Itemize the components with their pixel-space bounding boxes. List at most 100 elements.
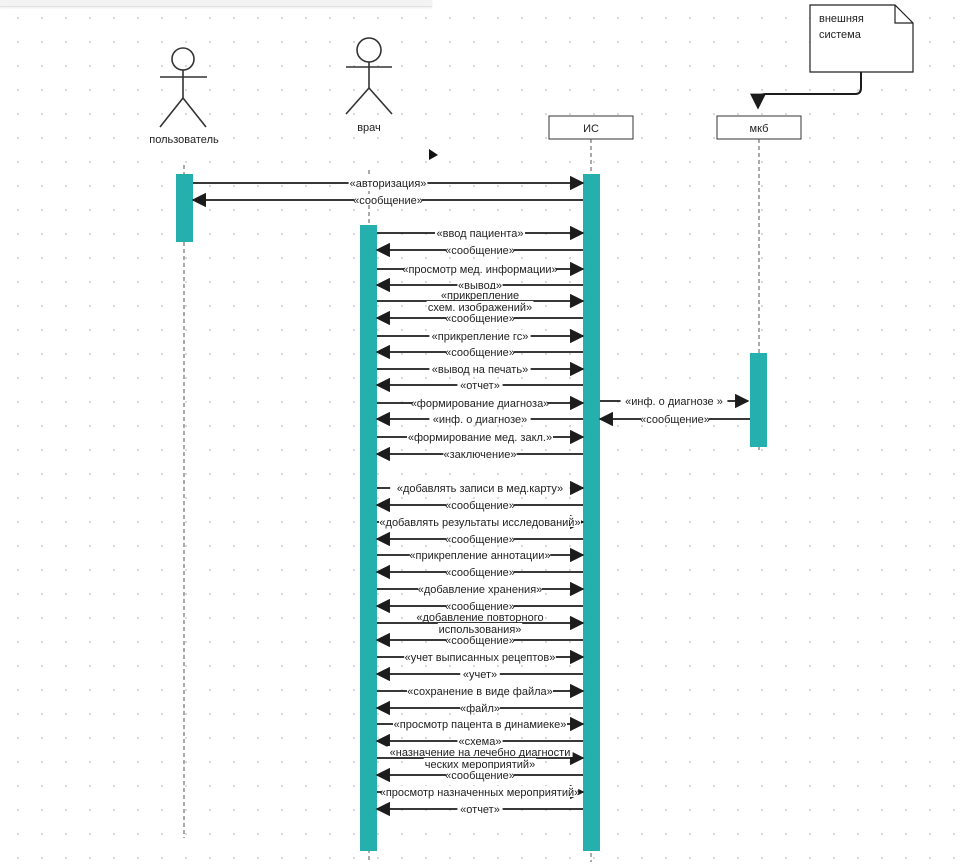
message-label: «прикрепление	[441, 290, 519, 302]
message-4[interactable]: «сообщение»	[375, 242, 583, 258]
message-17[interactable]: «формирование мед. закл.»	[377, 429, 585, 445]
object-is[interactable]: ИС	[548, 115, 634, 140]
message-14[interactable]: «инф. о диагнозе »	[600, 393, 750, 409]
message-label-bg	[446, 566, 514, 577]
message-label: «учет выписанных рецептов»	[405, 652, 556, 664]
message-label-bg	[446, 600, 514, 611]
message-label-bg	[393, 718, 567, 729]
message-label: «сообщение»	[445, 347, 515, 359]
message-20[interactable]: «сообщение»	[375, 497, 583, 513]
message-13[interactable]: «формирование диагноза»	[377, 395, 585, 411]
message-21[interactable]: «добавлять результаты исследований»	[377, 514, 585, 530]
message-1[interactable]: «авторизация»	[193, 175, 585, 191]
message-label-bg	[381, 786, 579, 797]
message-31[interactable]: «сохранение в виде файла»	[377, 683, 585, 699]
message-label-bg	[379, 516, 581, 527]
message-30[interactable]: «учет»	[375, 666, 583, 682]
message-label: «отчет»	[460, 380, 500, 392]
message-label: «добавление хранения»	[418, 584, 543, 596]
message-label-bg	[641, 413, 709, 424]
message-label: «сообщение»	[445, 601, 515, 613]
message-32[interactable]: «файл»	[375, 700, 583, 716]
message-12[interactable]: «отчет»	[375, 377, 583, 393]
message-28[interactable]: «сообщение»	[375, 632, 583, 648]
actor-user-label: пользователь	[149, 134, 219, 146]
message-label-bg	[457, 735, 503, 746]
message-label: «сообщение»	[445, 567, 515, 579]
message-label-bg	[409, 549, 551, 560]
message-19[interactable]: «добавлять записи в мед.карту»	[377, 480, 585, 496]
stick-figure-icon	[345, 37, 393, 115]
message-24[interactable]: «сообщение»	[375, 564, 583, 580]
message-23[interactable]: «прикрепление аннотации»	[377, 547, 585, 563]
message-label: ческих мероприятий»	[425, 759, 535, 771]
message-label: «сообщение»	[445, 635, 515, 647]
message-label-bg	[390, 482, 570, 493]
message-label-bg	[457, 379, 503, 390]
message-label: «инф. о диагнозе »	[625, 396, 723, 408]
message-label-bg	[437, 623, 523, 634]
message-10[interactable]: «сообщение»	[375, 344, 583, 360]
message-9[interactable]: «прикрепление гс»	[377, 328, 585, 344]
message-label-bg	[460, 702, 500, 713]
message-label-bg	[404, 651, 556, 662]
activation-doctor	[360, 225, 377, 851]
note-connector	[750, 72, 862, 110]
message-label: «сообщение»	[445, 500, 515, 512]
message-29[interactable]: «учет выписанных рецептов»	[377, 649, 585, 665]
play-marker-icon	[429, 149, 438, 160]
object-mkb-label: мкб	[750, 123, 769, 135]
message-label-bg	[446, 499, 514, 510]
object-mkb[interactable]: мкб	[716, 115, 802, 140]
message-22[interactable]: «сообщение»	[375, 531, 583, 547]
message-33[interactable]: «просмотр пацента в динамиеке»	[377, 716, 585, 732]
actor-doctor[interactable]: врач	[345, 37, 393, 134]
message-37[interactable]: «просмотр назначенных мероприятий»	[377, 784, 585, 800]
message-label-bg	[412, 397, 548, 408]
stick-figure-icon	[159, 47, 207, 128]
message-label-bg	[404, 263, 556, 274]
message-label-bg	[460, 668, 500, 679]
activation-is	[583, 174, 600, 851]
message-26[interactable]: «сообщение»	[375, 598, 583, 614]
actor-user[interactable]: пользователь	[149, 47, 219, 146]
message-label: «прикрепление аннотации»	[409, 550, 550, 562]
message-label: «сообщение»	[445, 770, 515, 782]
message-8[interactable]: «сообщение»	[375, 310, 583, 326]
message-label-bg	[446, 769, 514, 780]
message-label: «назначение на лечебно диагности	[390, 747, 571, 759]
message-34[interactable]: «схема»	[375, 733, 583, 749]
message-2[interactable]: «сообщение»	[191, 192, 583, 208]
message-25[interactable]: «добавление хранения»	[377, 581, 585, 597]
message-label-bg	[435, 227, 525, 238]
message-label-bg	[446, 312, 514, 323]
message-36[interactable]: «сообщение»	[375, 767, 583, 783]
message-label: «формирование мед. закл.»	[408, 432, 552, 444]
message-label: «добавлять результаты исследований»	[379, 517, 580, 529]
message-label: схем. изображений»	[428, 302, 532, 314]
note-external-system[interactable]: внешняя система	[809, 4, 914, 73]
message-label: «авторизация»	[350, 178, 427, 190]
message-15[interactable]: «сообщение»	[598, 411, 750, 427]
message-label: «сообщение»	[640, 414, 710, 426]
activation-mkb	[750, 353, 767, 447]
message-label-bg	[426, 301, 534, 312]
message-16[interactable]: «инф. о диагнозе»	[375, 411, 583, 427]
actor-doctor-label: врач	[357, 122, 381, 134]
message-label: «просмотр мед. информации»	[402, 264, 557, 276]
top-toolbar-edge	[0, 0, 432, 7]
message-label: «учет»	[463, 669, 497, 681]
message-11[interactable]: «вывод на печать»	[377, 361, 585, 377]
message-18[interactable]: «заключение»	[375, 446, 583, 462]
message-38[interactable]: «отчет»	[375, 801, 583, 817]
message-label-bg	[429, 363, 531, 374]
message-5[interactable]: «просмотр мед. информации»	[377, 261, 585, 277]
message-label-bg	[446, 634, 514, 645]
message-label-bg	[440, 289, 520, 300]
message-label: «сообщение»	[445, 313, 515, 325]
message-3[interactable]: «ввод пациента»	[377, 225, 585, 241]
